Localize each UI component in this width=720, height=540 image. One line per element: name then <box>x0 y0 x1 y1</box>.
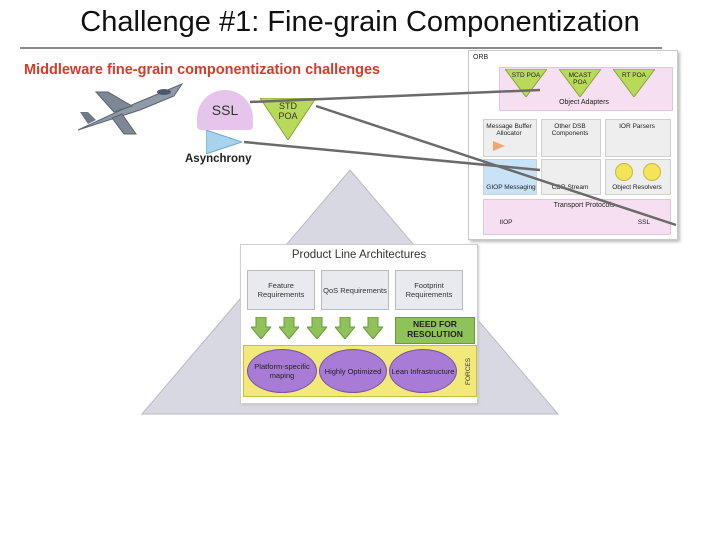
std-poa-triangle-icon <box>505 69 547 97</box>
orb-label: ORB <box>473 54 489 61</box>
product-line-panel: Product Line Architectures Feature Requi… <box>240 244 478 404</box>
rt-poa-triangle-icon <box>613 69 655 97</box>
asynchrony-label: Asynchrony <box>185 153 252 165</box>
resolver-circle-icon <box>643 163 661 181</box>
orb-std-poa-label: STD POA <box>511 72 541 79</box>
down-arrow-icon <box>279 317 299 339</box>
resolver-circle-icon <box>615 163 633 181</box>
footprint-requirements-box: Footprint Requirements <box>395 270 463 310</box>
object-resolvers-label: Object Resolvers <box>612 184 662 191</box>
slide-subtitle: Middleware fine-grain componentization c… <box>24 62 381 78</box>
need-for-resolution-box: NEED FOR RESOLUTION <box>395 317 475 344</box>
title-underline <box>20 47 662 49</box>
other-components-label: Other DSB Components <box>551 123 589 137</box>
orb-rt-poa-label: RT POA <box>622 72 646 79</box>
slide-title: Challenge #1: Fine-grain Componentizatio… <box>80 6 640 38</box>
small-triangle-icon <box>493 141 505 151</box>
down-arrow-icon <box>251 317 271 339</box>
orb-ssl-label: SSL <box>637 219 651 226</box>
qos-requirements-box: QoS Requirements <box>321 270 389 310</box>
ssl-component: SSL <box>197 90 253 130</box>
iiop-label: IIOP <box>499 219 513 226</box>
forces-label: FORCES <box>465 357 472 385</box>
feature-requirements-box: Feature Requirements <box>247 270 315 310</box>
std-poa-label: STD POA <box>278 101 298 121</box>
highly-optimized-ellipse: Highly Optimized <box>319 349 387 393</box>
transport-label: Transport Protocols <box>553 202 615 209</box>
lean-infrastructure-ellipse: Lean Infrastructure <box>389 349 457 393</box>
giop-label: GIOP Messaging <box>486 184 536 191</box>
platform-mapping-ellipse: Platform-specific maping <box>247 349 317 393</box>
std-poa-component: STD POA <box>259 97 317 141</box>
down-arrow-icon <box>363 317 383 339</box>
down-arrow-icon <box>307 317 327 339</box>
mcast-poa-triangle-icon <box>559 69 601 97</box>
orb-mcast-poa-label: MCAST POA <box>568 72 592 86</box>
product-line-title: Product Line Architectures <box>291 249 427 261</box>
cdr-label: CDR Stream <box>551 184 589 191</box>
orb-panel: ORB STD POA MCAST POA RT POA Object Adap… <box>468 50 678 240</box>
message-buffer-label: Message Buffer Allocator <box>486 123 532 137</box>
fighter-jet-icon <box>77 82 184 135</box>
asynchrony-triangle-icon <box>206 130 242 154</box>
down-arrow-icon <box>335 317 355 339</box>
object-adapters-label: Object Adapters <box>559 99 609 106</box>
ior-parsers-label: IOR Parsers <box>619 123 655 130</box>
